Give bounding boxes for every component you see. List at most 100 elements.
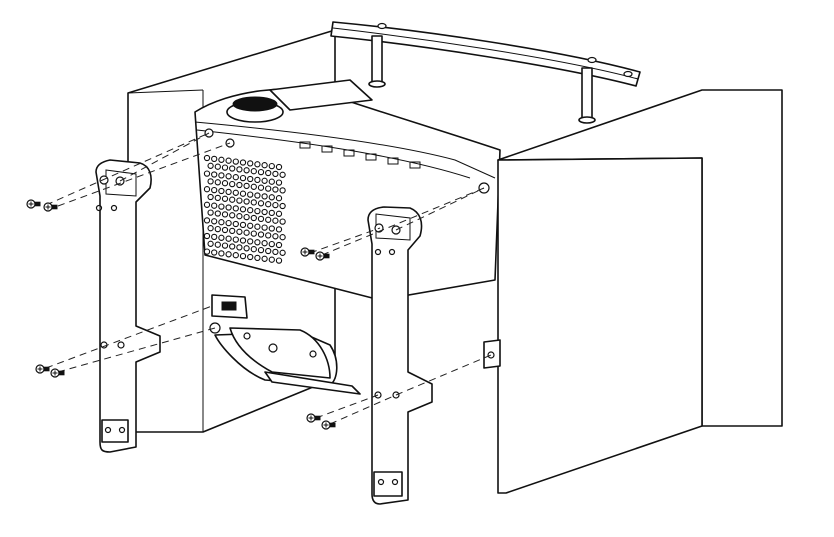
vent-hole-icon [261,208,268,216]
vent-hole-icon [257,231,265,238]
vent-hole-icon [261,193,268,200]
vent-hole-icon [211,186,218,194]
vent-hole-icon [236,228,243,235]
vent-hole-icon [214,194,221,202]
vent-hole-icon [261,224,268,231]
vent-hole-icon [275,257,283,264]
vent-hole-icon [229,180,236,188]
vent-hole-icon [225,204,232,211]
vent-hole-icon [218,203,225,210]
vent-hole-icon [211,171,218,178]
vent-hole-icon [225,173,232,180]
screw-icon [300,247,315,257]
vent-hole-icon [214,210,221,217]
vent-hole-icon [275,226,283,233]
vent-hole-icon [261,162,268,169]
vent-hole-icon [257,184,265,191]
vent-hole-icon [239,190,247,197]
vent-hole-icon [225,157,232,164]
vent-hole-icon [247,207,254,214]
vent-hole-icon [225,188,232,196]
vent-hole-icon [221,180,229,187]
vent-hole-icon [218,187,225,195]
vent-hole-icon [207,193,214,201]
vent-hole-icon [254,161,261,168]
stand-base-plate [214,327,361,395]
vent-hole-icon [261,177,268,184]
vent-hole-icon [261,240,268,247]
screw-icon [315,251,330,261]
vent-hole-icon [207,209,214,216]
vent-hole-icon [250,168,257,175]
vent-hole-icon [214,179,221,186]
vent-hole-icon [257,215,265,223]
vent-hole-icon [272,186,279,193]
vent-hole-icon [203,248,211,255]
vent-hole-icon [211,233,218,241]
vent-hole-icon [272,233,279,240]
vent-hole-icon [207,178,214,185]
vent-hole-icon [247,253,254,261]
vent-hole-icon [236,181,243,189]
vent-hole-icon [207,162,214,169]
vent-hole-icon [243,182,250,190]
vent-grid [203,154,286,264]
vent-hole-icon [207,225,214,232]
vent-hole-icon [275,241,283,249]
vent-hole-icon [268,209,275,217]
vent-hole-icon [232,158,239,165]
vent-hole-icon [243,167,250,174]
vent-hole-icon [268,162,275,170]
screw-icon [43,202,58,212]
screw-icon [306,413,321,423]
vent-hole-icon [275,210,283,217]
vent-hole-icon [268,256,275,263]
vent-hole-icon [203,154,211,162]
vent-hole-icon [272,201,279,209]
vent-hole-icon [203,170,211,177]
vent-hole-icon [239,252,247,260]
vent-hole-icon [232,236,239,243]
vent-hole-icon [232,220,239,228]
vent-hole-icon [250,183,257,190]
vent-hole-icon [232,252,239,259]
vent-hole-icon [218,156,225,163]
vent-hole-icon [218,234,225,241]
vent-hole-icon [232,205,239,212]
vent-hole-icon [265,216,272,223]
vent-hole-icon [221,195,229,202]
vent-hole-icon [268,178,275,185]
vent-hole-icon [254,254,261,262]
vent-hole-icon [250,246,257,253]
monitor-body [194,79,501,334]
vent-hole-icon [243,213,250,221]
vent-hole-icon [225,235,232,242]
vent-hole-icon [221,164,229,171]
vent-hole-icon [247,191,254,198]
vent-hole-icon [243,245,250,252]
vent-hole-icon [254,176,261,184]
vent-hole-icon [225,251,232,258]
vent-hole-icon [257,200,265,207]
vent-hole-icon [232,189,239,196]
vent-hole-icon [218,172,225,179]
vent-hole-icon [229,196,236,203]
vent-hole-icon [257,246,265,254]
vent-hole-icon [236,213,243,220]
vent-hole-icon [232,174,239,181]
screws [26,199,336,430]
vent-hole-icon [272,170,279,178]
vent-hole-icon [243,198,250,205]
vent-hole-icon [218,219,225,226]
vent-hole-icon [225,219,232,227]
vent-hole-icon [211,202,218,209]
left-leg-bracket [95,159,161,453]
vent-hole-icon [229,212,236,219]
vent-hole-icon [279,234,286,241]
carry-handle [330,21,641,124]
vent-hole-icon [221,211,229,218]
vent-hole-icon [239,174,247,182]
vent-hole-icon [236,244,243,251]
vent-hole-icon [250,230,257,237]
